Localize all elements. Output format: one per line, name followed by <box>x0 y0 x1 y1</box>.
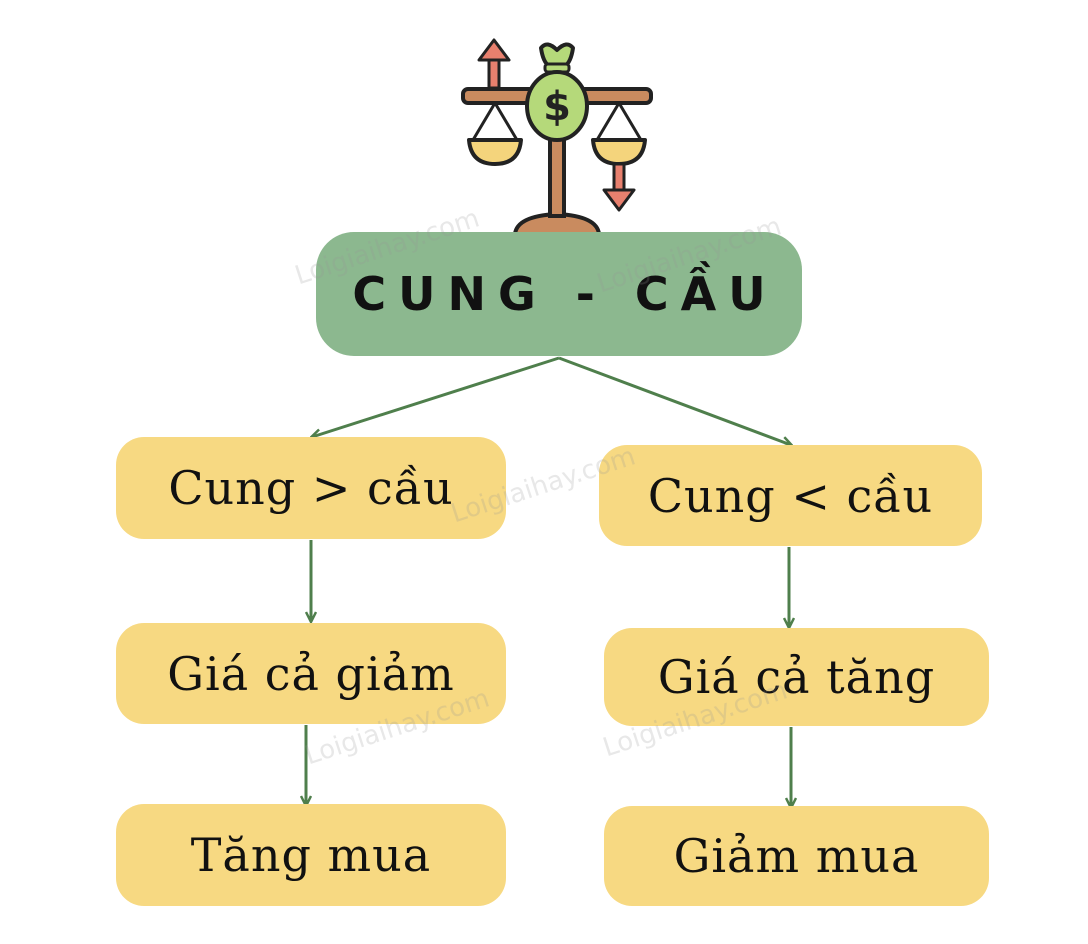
svg-text:$: $ <box>543 84 571 130</box>
down-arrow-icon <box>602 162 636 212</box>
arrow-root-to-right <box>558 356 791 445</box>
money-bag-icon: $ <box>525 42 589 142</box>
balance-scale-icon: $ <box>461 38 653 236</box>
right-pan <box>591 138 647 166</box>
node-label: Cung > cầu <box>168 461 454 515</box>
node-label: Giá cả tăng <box>657 650 936 704</box>
node-label: Giảm mua <box>673 829 920 883</box>
node-label: Cung < cầu <box>647 468 934 523</box>
node-buy-more: Tăng mua <box>116 804 506 906</box>
node-label: Tăng mua <box>190 828 432 882</box>
up-arrow-icon <box>477 38 511 90</box>
left-pan <box>467 138 523 166</box>
root-node-cung-cau: CUNG - CẦU <box>316 232 802 356</box>
root-label: CUNG - CẦU <box>352 267 778 321</box>
arrow-root-to-left <box>312 356 560 437</box>
node-buy-less: Giảm mua <box>604 806 989 906</box>
node-label: Giá cả giảm <box>167 646 455 701</box>
node-supply-less-than-demand: Cung < cầu <box>599 445 982 546</box>
node-price-increase: Giá cả tăng <box>604 628 989 726</box>
node-price-decrease: Giá cả giảm <box>116 623 506 724</box>
node-supply-greater-than-demand: Cung > cầu <box>116 437 506 539</box>
